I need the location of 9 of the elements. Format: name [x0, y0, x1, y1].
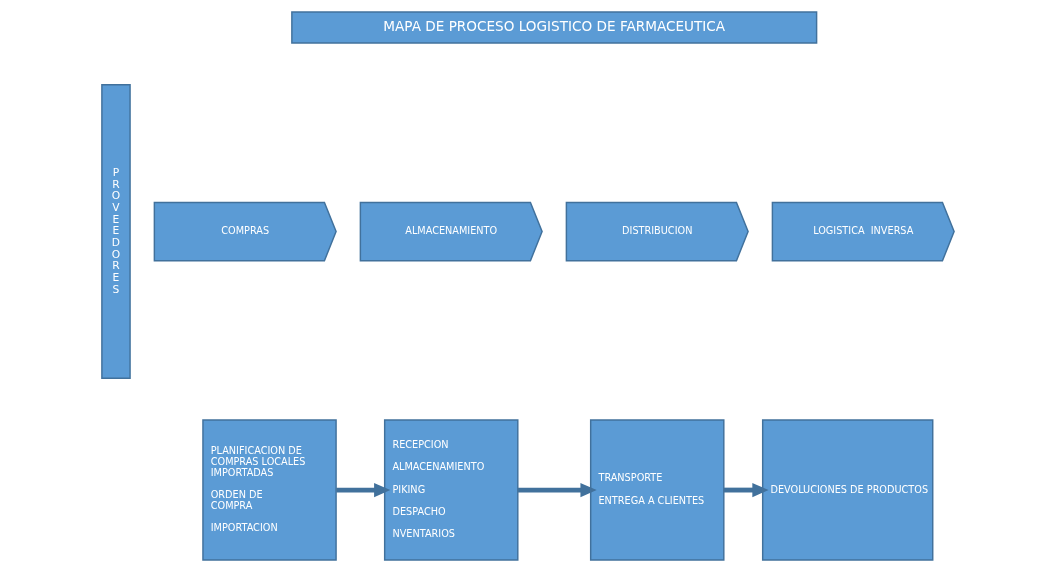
arrow — [517, 482, 597, 498]
node-box: DEVOLUCIONES DE PRODUCTOS — [761, 419, 933, 561]
node-box: PLANIFICACION DE COMPRAS LOCALES IMPORTADAS ORDEN DE COMPRA IMPORTACION — [201, 419, 337, 561]
node-box: MAPA DE PROCESO LOGISTICO DE FARMACEUTICA — [290, 11, 817, 44]
node-box: TRANSPORTE ENTREGA A CLIENTES — [589, 419, 725, 561]
node-box: RECEPCION ALMACENAMIENTO PIKING DESPACHO NVENTARIOS — [383, 419, 519, 561]
node-box: PROVEEDORES — [100, 84, 131, 380]
arrow — [723, 482, 769, 498]
arrow — [335, 482, 390, 498]
